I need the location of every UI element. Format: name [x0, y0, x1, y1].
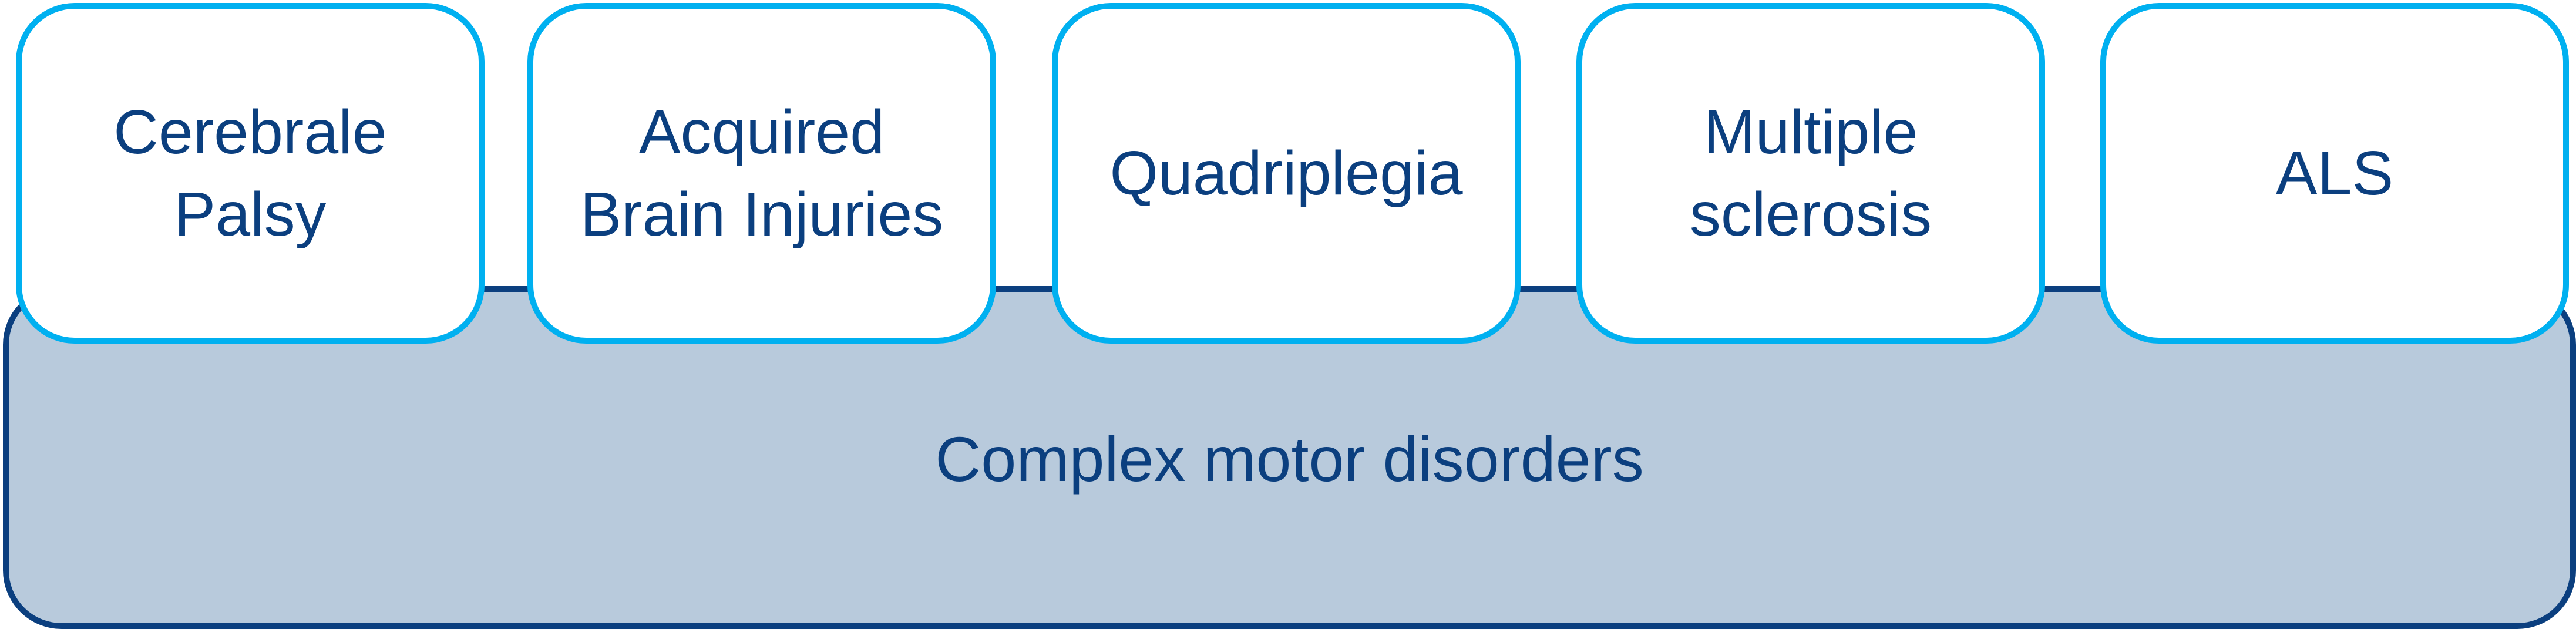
card-label: Multiple sclerosis [1689, 97, 1932, 249]
card-label: ALS [2275, 139, 2394, 208]
card-label: Cerebrale Palsy [113, 97, 387, 249]
card-cerebrale-palsy: Cerebrale Palsy [16, 3, 485, 344]
card-quadriplegia: Quadriplegia [1052, 3, 1521, 344]
card-label: Quadriplegia [1109, 139, 1463, 208]
card-label: Acquired Brain Injuries [580, 97, 944, 249]
base-label: Complex motor disorders [935, 423, 1644, 495]
card-multiple-sclerosis: Multiple sclerosis [1576, 3, 2045, 344]
card-acquired-brain-injuries: Acquired Brain Injuries [527, 3, 996, 344]
card-als: ALS [2100, 3, 2569, 344]
